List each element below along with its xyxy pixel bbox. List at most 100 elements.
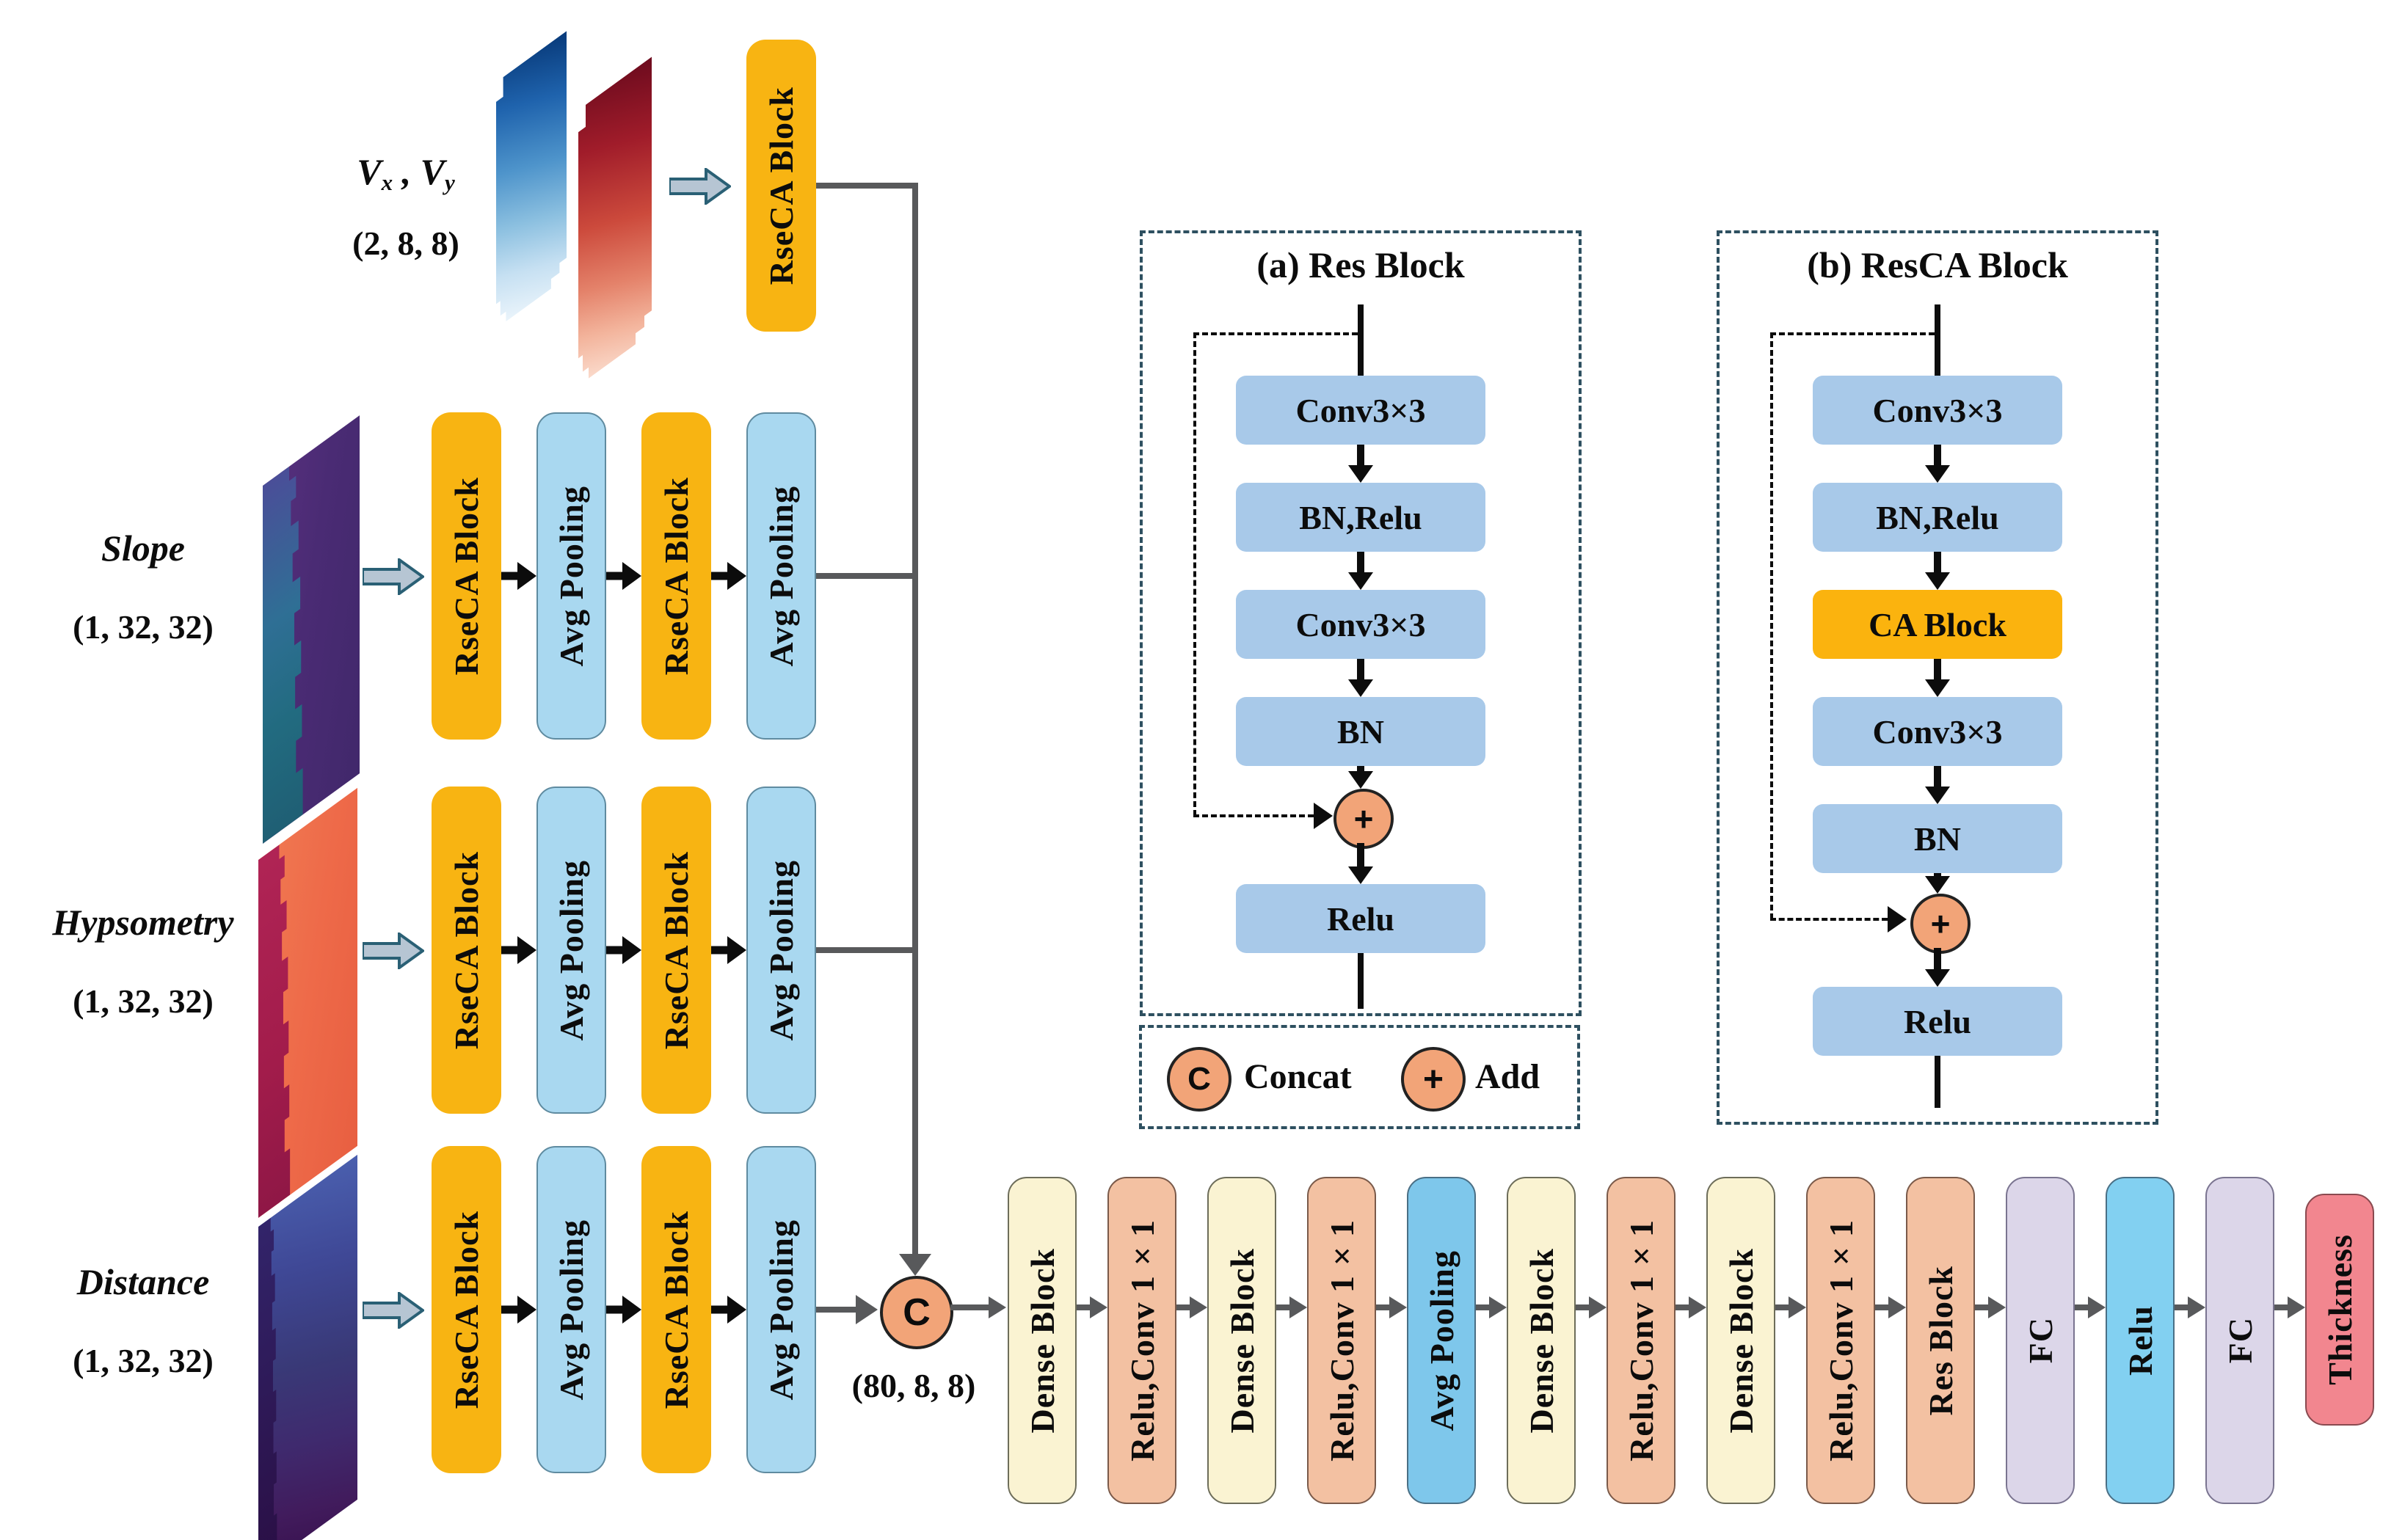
distance-arrowhead-icon [856,1295,878,1324]
concat-shape: (80, 8, 8) [851,1367,976,1404]
arrow-icon [2075,1294,2106,1321]
arrow-icon [711,935,746,965]
slope-shape: (1, 32, 32) [73,608,214,646]
backbone-relu: Relu [2106,1177,2175,1504]
panel-b-input-line [1935,304,1940,376]
arrow-icon [1176,1294,1207,1321]
arrow-icon [1775,1294,1806,1321]
arrow-down-icon [1346,552,1375,590]
concat-node: C [880,1276,953,1349]
arrow-down-icon [1346,843,1375,884]
slope-avg-pooling-1: Avg Pooling [536,412,606,740]
backbone-fc-1: FC [2006,1177,2075,1504]
distance-avg-pooling-1: Avg Pooling [536,1146,606,1473]
slope-label: Slope [101,528,185,569]
velocity-output-line [816,183,918,189]
panel-b-conv1: Conv3×3 [1813,376,2062,445]
hypsometry-rseca-block-1: RseCA Block [432,787,501,1114]
distance-rseca-block-2: RseCA Block [641,1146,711,1473]
legend-concat-node: C [1167,1047,1231,1112]
legend-add-label: Add [1475,1057,1540,1096]
panel-b-skip-dash-top [1770,332,1935,335]
backbone-fc-2: FC [2205,1177,2274,1504]
arrow-down-icon [1923,766,1952,804]
panel-a-relu: Relu [1236,884,1485,953]
distance-label: Distance [76,1261,210,1302]
backbone-relu-conv-2: Relu,Conv 1×1 [1307,1177,1376,1504]
panel-b-title: (b) ResCA Block [1807,244,2068,285]
panel-a-bn-relu: BN,Relu [1236,483,1485,552]
trunk-line [912,183,918,1257]
arrow-icon [950,1294,1006,1321]
arrow-icon [606,1295,641,1324]
backbone-dense-block-2: Dense Block [1207,1177,1276,1504]
trunk-arrowhead-icon [899,1254,931,1276]
panel-a-output-line [1358,953,1364,1009]
panel-b-relu: Relu [1813,987,2062,1056]
arrow-icon [1676,1294,1706,1321]
arrow-down-icon [1923,873,1952,894]
slope-avg-pooling-2: Avg Pooling [746,412,816,740]
panel-b-add-node: + [1910,894,1971,954]
velocity-shape: (2, 8, 8) [352,225,459,262]
arrow-icon [711,1295,746,1324]
panel-b-skip-dash-side [1770,332,1773,919]
slope-input-arrow-icon [363,558,424,595]
arrow-icon [1276,1294,1307,1321]
slope-heatmap [263,415,360,844]
arrow-down-icon [1346,445,1375,483]
panel-a-conv1: Conv3×3 [1236,376,1485,445]
arrow-down-icon [1346,659,1375,697]
distance-output-line [816,1307,856,1313]
arrow-down-icon [1923,659,1952,697]
arrow-icon [606,561,641,591]
hypsometry-label: Hypsometry [52,902,234,943]
panel-a-conv2: Conv3×3 [1236,590,1485,659]
hypsometry-shape: (1, 32, 32) [73,982,214,1020]
backbone-res-block: Res Block [1906,1177,1975,1504]
panel-a-res-block [1140,230,1582,1016]
hypsometry-avg-pooling-2: Avg Pooling [746,787,816,1114]
panel-a-bn: BN [1236,697,1485,766]
panel-b-bn-relu: BN,Relu [1813,483,2062,552]
velocity-rseca-block: RseCA Block [746,40,816,332]
panel-a-skip-dash-bottom [1193,814,1314,817]
hypsometry-rseca-block-2: RseCA Block [641,787,711,1114]
backbone-avg-pooling: Avg Pooling [1407,1177,1476,1504]
panel-b-skip-arrowhead-icon [1888,906,1907,933]
arrow-icon [1077,1294,1107,1321]
panel-b-output-line [1935,1056,1940,1108]
backbone-relu-conv-3: Relu,Conv 1×1 [1607,1177,1676,1504]
arrow-icon [501,1295,536,1324]
backbone-relu-conv-1: Relu,Conv 1×1 [1107,1177,1176,1504]
arrow-icon [1476,1294,1507,1321]
arrow-icon [711,561,746,591]
backbone-dense-block-3: Dense Block [1507,1177,1576,1504]
distance-heatmap [258,1154,357,1540]
panel-a-skip-dash-top [1193,332,1358,335]
hypsometry-join-line [816,947,912,953]
arrow-icon [1376,1294,1407,1321]
arrow-icon [2175,1294,2205,1321]
panel-a-skip-arrowhead-icon [1314,803,1333,829]
panel-a-skip-dash-side [1193,332,1196,816]
distance-avg-pooling-2: Avg Pooling [746,1146,816,1473]
arrow-down-icon [1923,445,1952,483]
panel-a-add-node: + [1334,789,1394,849]
velocity-input-arrow-icon [669,168,731,205]
arrow-icon [1875,1294,1906,1321]
arrow-icon [1975,1294,2006,1321]
distance-shape: (1, 32, 32) [73,1342,214,1379]
slope-rseca-block-2: RseCA Block [641,412,711,740]
arrow-down-icon [1923,552,1952,590]
arrow-icon [1576,1294,1607,1321]
panel-b-bn: BN [1813,804,2062,873]
backbone-relu-conv-4: Relu,Conv 1×1 [1806,1177,1875,1504]
backbone-thickness-output: Thickness [2305,1194,2374,1426]
arrow-icon [2274,1294,2305,1321]
panel-b-conv2: Conv3×3 [1813,697,2062,766]
slope-rseca-block-1: RseCA Block [432,412,501,740]
panel-a-title: (a) Res Block [1256,244,1465,285]
legend-concat-label: Concat [1244,1057,1352,1096]
